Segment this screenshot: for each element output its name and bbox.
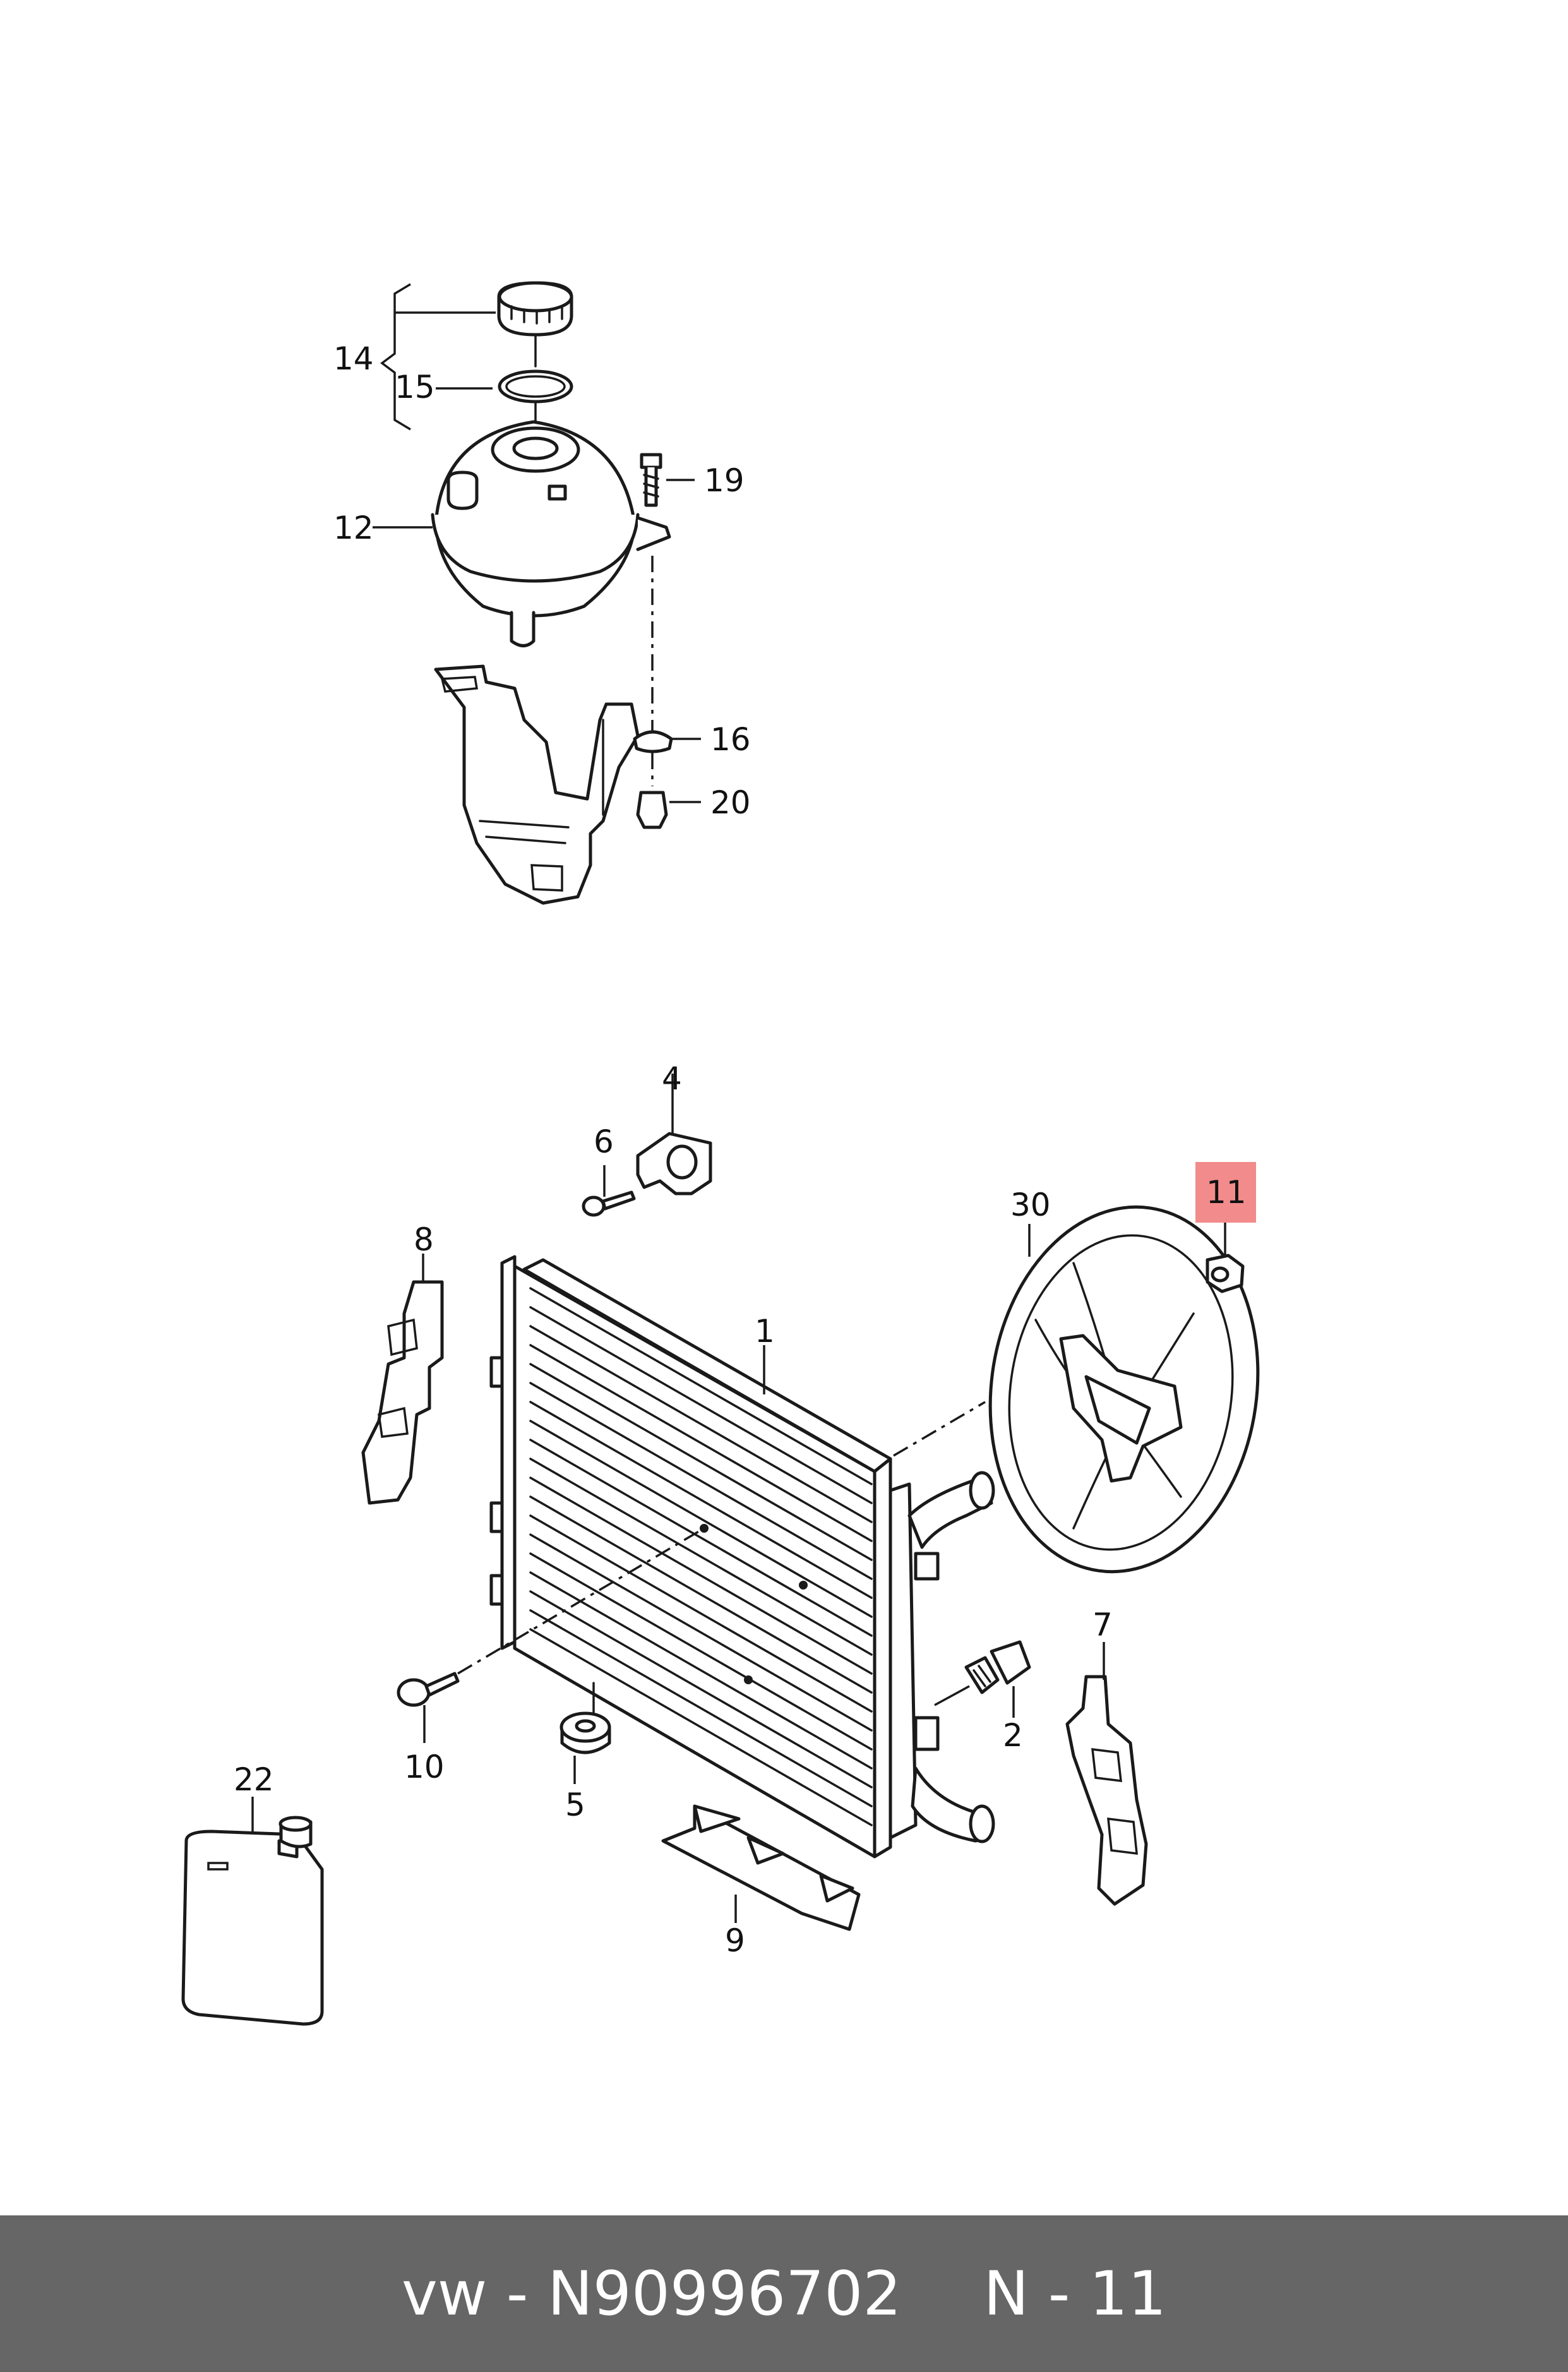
callout-20: 20 xyxy=(710,784,751,821)
air-guide-7 xyxy=(1065,1675,1148,1906)
grommet-5 xyxy=(560,1682,611,1754)
filler-cap xyxy=(497,281,573,337)
callout-19: 19 xyxy=(704,462,745,499)
callout-14: 14 xyxy=(333,340,374,377)
tank-bracket xyxy=(434,664,640,905)
callout-9: 9 xyxy=(725,1922,745,1959)
temperature-switch-2 xyxy=(964,1640,1031,1694)
clip-16 xyxy=(633,730,673,753)
nut-11 xyxy=(1206,1254,1245,1293)
callout-bracket-14 xyxy=(380,283,411,431)
clip-nut-20 xyxy=(636,791,668,829)
expansion-tank xyxy=(431,420,671,647)
callout-1: 1 xyxy=(755,1313,775,1350)
sensor-stem xyxy=(934,1685,970,1706)
callout-8: 8 xyxy=(414,1221,434,1258)
position-reference: N - 11 xyxy=(983,2258,1167,2329)
callout-30: 30 xyxy=(1010,1187,1051,1223)
holder-4 xyxy=(636,1132,712,1195)
air-guide-8 xyxy=(361,1280,444,1505)
fan-assembly xyxy=(988,1205,1260,1574)
callout-4: 4 xyxy=(662,1060,682,1097)
callout-11: 11 xyxy=(1206,1174,1247,1211)
callout-15: 15 xyxy=(395,369,435,405)
bolt-19 xyxy=(640,453,662,507)
callout-12: 12 xyxy=(333,510,374,546)
part-number-footer: vw - N90996702 N - 11 xyxy=(0,2215,1568,2372)
bolt-6 xyxy=(582,1190,636,1217)
callout-2: 2 xyxy=(1003,1717,1023,1754)
callout-10: 10 xyxy=(404,1749,445,1785)
highlight-box-11 xyxy=(1195,1162,1256,1223)
callout-5: 5 xyxy=(565,1787,585,1823)
parts-diagram: 14 15 12 19 16 20 xyxy=(181,281,1260,2026)
radiator-group: 4 6 8 1 30 11 7 2 10 5 9 22 xyxy=(181,1060,1260,2026)
brand-part-number: vw - N90996702 xyxy=(401,2258,902,2329)
coolant-canister-22 xyxy=(181,1816,324,2026)
air-guide-9 xyxy=(661,1804,861,1931)
callout-6: 6 xyxy=(594,1123,614,1160)
callout-7: 7 xyxy=(1092,1607,1113,1643)
callout-16: 16 xyxy=(710,721,751,758)
bolt-10 xyxy=(397,1527,705,1707)
centerline-fan xyxy=(893,1401,986,1457)
radiator xyxy=(489,1255,995,1859)
callout-22: 22 xyxy=(234,1761,274,1798)
expansion-tank-group: 14 15 12 19 16 20 xyxy=(333,281,751,905)
